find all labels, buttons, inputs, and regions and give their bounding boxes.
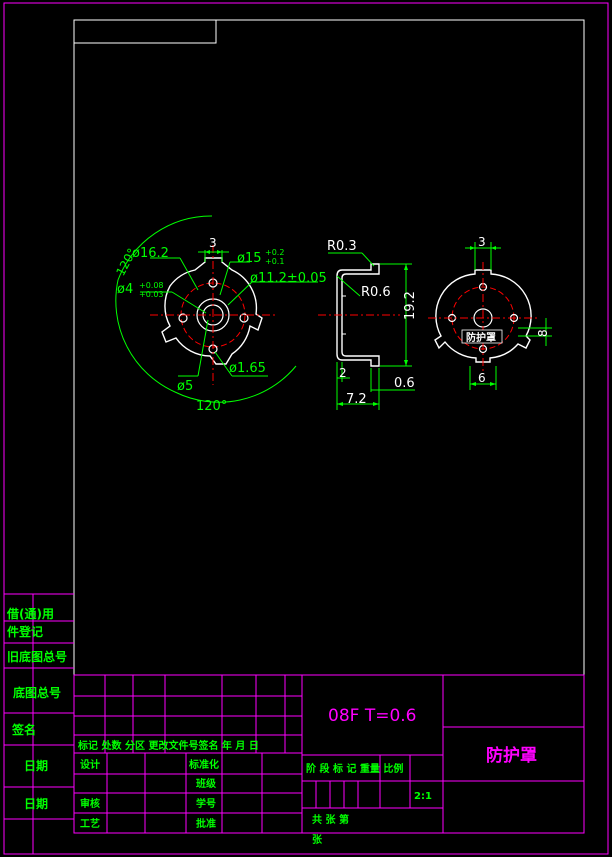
tb-approve: 批准	[196, 817, 216, 830]
dim-w2: 2	[339, 366, 347, 380]
side-label-jian-deng-ji: 件登记	[7, 624, 43, 639]
side-register	[4, 593, 74, 854]
rear-view: 3 6 8 防护罩	[428, 235, 552, 390]
dim-w0-6: 0.6	[394, 376, 415, 391]
side-label-qian-ming: 签名	[11, 722, 36, 737]
dim-d16-2: ø16.2	[132, 246, 169, 261]
tb-design: 设计	[80, 758, 100, 771]
tb-standardize: 标准化	[188, 758, 219, 771]
front-view: ø16.2 3 ø15 +0.2 +0.1 ø4 +0.08 +0.03 ø11…	[113, 215, 327, 414]
dim-d15: ø15	[237, 251, 262, 266]
dim-h8: 8	[536, 329, 550, 337]
tb-part-name: 防护罩	[486, 745, 537, 766]
dim-d5: ø5	[177, 379, 193, 394]
dim-d4: ø4	[117, 282, 133, 297]
tb-sheet-suffix: 张	[312, 833, 323, 846]
dim-angle-120-top: 120°	[113, 246, 139, 278]
note-label-box	[461, 329, 503, 344]
title-block	[73, 674, 585, 834]
rear-outline	[434, 269, 532, 363]
tb-check: 班级	[196, 777, 217, 790]
dim-w3-left: 3	[209, 236, 217, 250]
angle-arc-outer	[115, 215, 297, 403]
side-label-jiu-di-tu-zong-hao: 旧底图总号	[7, 649, 67, 664]
side-label-di-tu-zong-hao: 底图总号	[13, 685, 61, 700]
side-label-jie-tong-yong: 借(通)用	[6, 606, 54, 621]
dim-w6: 6	[478, 371, 486, 385]
dim-r0-6: R0.6	[361, 285, 391, 300]
tb-stage-header: 阶 段 标 记 重量 比例	[306, 762, 403, 775]
dim-d11-2: ø11.2±0.05	[250, 271, 327, 286]
tb-student-no: 学号	[196, 797, 216, 810]
section-dimension-lines	[328, 252, 415, 410]
dim-d15-tol-upper: +0.2	[265, 248, 284, 257]
front-hole-right	[239, 313, 249, 323]
dim-d1-65: ø1.65	[229, 361, 266, 376]
code-box	[73, 19, 217, 44]
tb-scale: 2:1	[414, 791, 432, 802]
dim-w3-right: 3	[478, 235, 486, 249]
note-label: 防护罩	[466, 331, 496, 344]
dim-d4-tol-upper: +0.08	[139, 281, 164, 290]
section-outline	[336, 263, 380, 367]
front-dimension-arrows	[205, 250, 222, 254]
tb-material: 08F T=0.6	[328, 706, 416, 726]
rear-dimension-arrows	[470, 246, 496, 386]
dim-w7-2: 7.2	[346, 392, 367, 407]
front-hole-left	[178, 313, 188, 323]
rear-dimension-lines	[465, 242, 552, 390]
side-label-ri-qi-2: 日期	[24, 796, 48, 811]
tb-rev-header: 标记 处数 分区 更改文件号签名 年 月 日	[77, 739, 259, 752]
dim-d15-tol-lower: +0.1	[265, 257, 284, 266]
section-view: R0.3 R0.6 19.2 2 0.6 7.2	[318, 239, 418, 410]
dim-h19-2: 19.2	[403, 291, 418, 320]
tb-sheets: 共 张 第	[312, 813, 349, 826]
outer-frame	[3, 2, 609, 855]
tb-process: 工艺	[80, 817, 100, 830]
side-label-ri-qi-1: 日期	[24, 758, 48, 773]
dim-r0-3: R0.3	[327, 239, 357, 254]
dim-d4-tol-lower: +0.03	[139, 290, 164, 299]
front-outline	[161, 257, 263, 365]
dim-angle-120-bottom: 120°	[196, 399, 227, 414]
section-dimension-arrows	[337, 264, 408, 406]
tb-review: 审核	[80, 797, 100, 810]
